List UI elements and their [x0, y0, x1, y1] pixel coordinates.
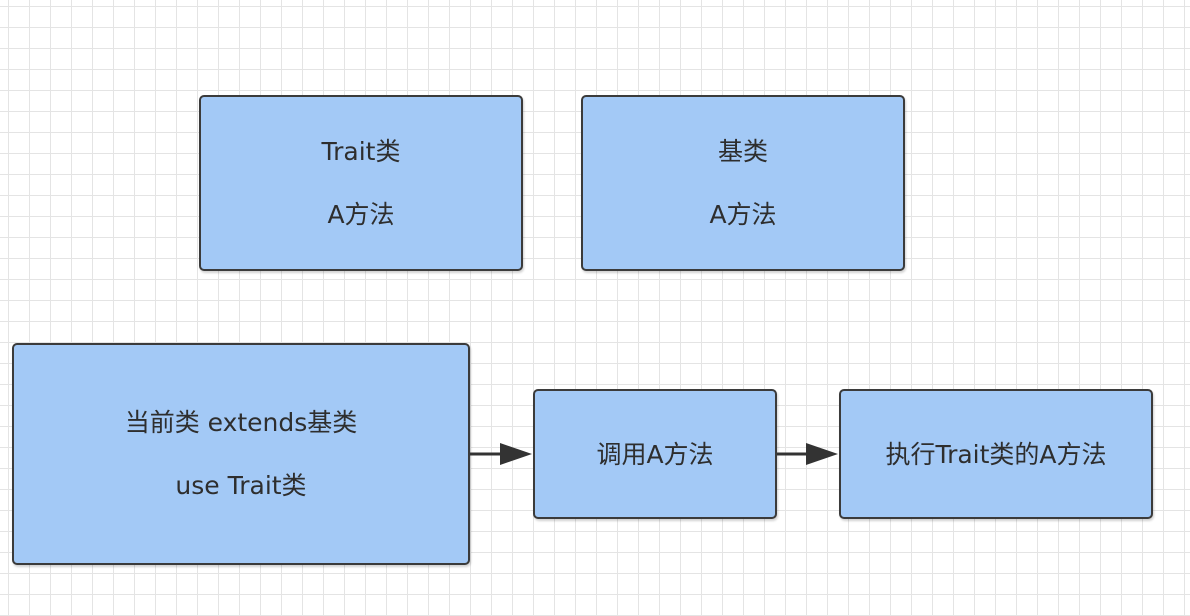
trait-class-title: Trait类 — [321, 137, 401, 166]
execute-trait-method-node[interactable]: 执行Trait类的A方法 — [839, 389, 1153, 519]
trait-class-node[interactable]: Trait类 A方法 — [199, 95, 523, 271]
call-method-label: 调用A方法 — [596, 439, 714, 469]
base-class-node[interactable]: 基类 A方法 — [581, 95, 905, 271]
execute-trait-method-label: 执行Trait类的A方法 — [885, 439, 1107, 469]
arrow-head — [500, 443, 532, 465]
base-class-title: 基类 — [717, 137, 768, 166]
arrow-call-to-exec — [777, 443, 838, 465]
arrow-current-to-call — [470, 443, 532, 465]
current-class-use-label: use Trait类 — [175, 471, 307, 500]
trait-class-method: A方法 — [327, 200, 395, 229]
current-class-extends-label: 当前类 extends基类 — [124, 408, 358, 437]
base-class-method: A方法 — [709, 200, 777, 229]
current-class-node[interactable]: 当前类 extends基类 use Trait类 — [12, 343, 470, 565]
arrow-head — [806, 443, 838, 465]
call-method-node[interactable]: 调用A方法 — [533, 389, 777, 519]
